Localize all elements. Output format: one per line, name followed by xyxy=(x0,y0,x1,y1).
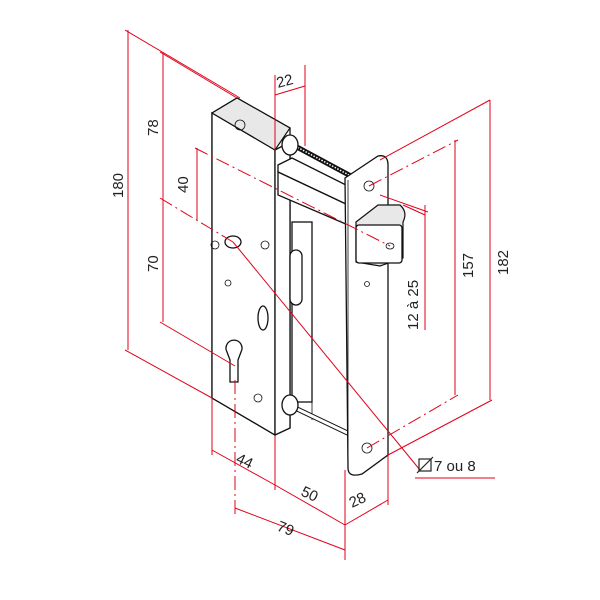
dim-latch-range: 12 à 25 xyxy=(405,280,422,330)
spindle-label: 7 ou 8 xyxy=(416,456,476,475)
dim-50: 50 xyxy=(298,483,320,505)
dim-157: 157 xyxy=(460,253,477,278)
square-diameter-icon xyxy=(416,456,434,474)
lever-slot xyxy=(257,305,269,331)
lock-case xyxy=(210,97,291,437)
cylinder-hole xyxy=(225,339,243,383)
dimension-lines xyxy=(124,29,495,560)
dim-70: 70 xyxy=(145,255,162,272)
dim-180: 180 xyxy=(110,173,127,198)
dim-22: 22 xyxy=(275,71,296,92)
dim-28: 28 xyxy=(347,489,369,511)
dim-78: 78 xyxy=(145,119,162,136)
dim-40: 40 xyxy=(175,176,192,193)
dim-spindle: 7 ou 8 xyxy=(434,458,476,475)
bottom-rod xyxy=(281,394,360,441)
rails xyxy=(277,157,362,420)
dim-44: 44 xyxy=(233,450,255,472)
dim-182: 182 xyxy=(495,250,512,275)
dim-79: 79 xyxy=(275,518,297,540)
dimension-labels: 180 78 40 70 22 157 182 12 à 25 44 50 28… xyxy=(110,71,512,540)
faceplate xyxy=(344,155,389,476)
